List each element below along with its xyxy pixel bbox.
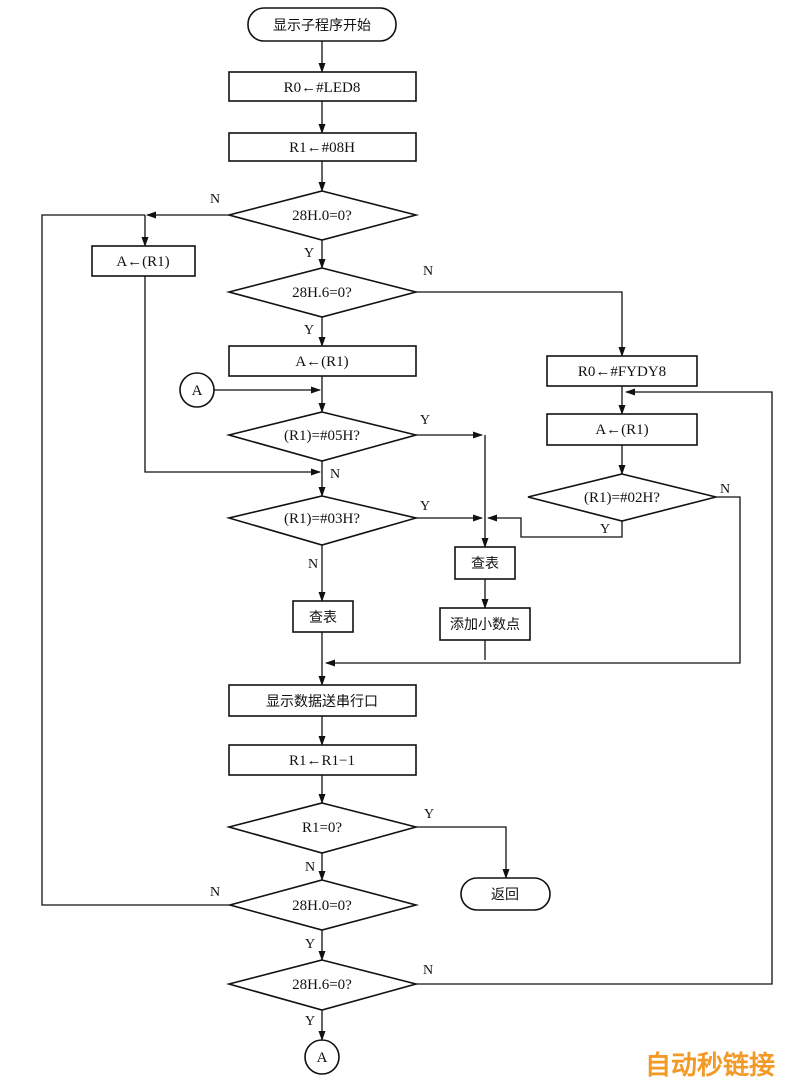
start-terminator: 显示子程序开始 — [247, 7, 397, 42]
decision-28h6-bottom: 28H.6=0? — [225, 959, 420, 1011]
y-label: Y — [304, 323, 314, 338]
process-a-r1-right: A←(R1) — [546, 413, 698, 446]
n-label: N — [720, 482, 730, 497]
process-send-serial-label: 显示数据送串行口 — [266, 694, 378, 710]
start-label: 显示子程序开始 — [273, 18, 371, 34]
decision-03h-label: (R1)=#03H? — [284, 511, 360, 527]
process-r1-decrement-label: R1←R1−1 — [289, 753, 355, 769]
process-a-r1-mid: A←(R1) — [228, 345, 417, 377]
process-r0-led8: R0←#LED8 — [228, 71, 417, 102]
y-label: Y — [600, 522, 610, 537]
y-label: Y — [424, 807, 434, 822]
process-add-dot: 添加小数点 — [439, 607, 531, 641]
decision-02h-label: (R1)=#02H? — [584, 490, 660, 506]
decision-r1-zero: R1=0? — [225, 802, 420, 854]
process-r0-led8-label: R0←#LED8 — [284, 80, 361, 96]
decision-03h: (R1)=#03H? — [225, 495, 420, 546]
decision-r1-zero-label: R1=0? — [302, 820, 342, 836]
y-label: Y — [420, 499, 430, 514]
watermark: 自动秒链接 — [645, 1050, 775, 1081]
process-a-r1-right-label: A←(R1) — [595, 422, 648, 438]
return-terminator: 返回 — [460, 877, 551, 911]
decision-28h0-bottom: 28H.0=0? — [226, 879, 420, 931]
process-a-r1-mid-label: A←(R1) — [295, 354, 348, 370]
process-lookup-mid: 查表 — [454, 546, 516, 580]
process-lookup-left: 查表 — [292, 600, 354, 633]
decision-28h6-top: 28H.6=0? — [225, 267, 420, 318]
n-label: N — [308, 557, 318, 572]
connector-a-top: A — [179, 372, 215, 408]
connector-a-top-label: A — [192, 383, 203, 399]
connector-a-bottom-label: A — [317, 1050, 328, 1066]
process-r0-fydy8-label: R0←#FYDY8 — [578, 364, 666, 380]
decision-02h: (R1)=#02H? — [527, 473, 717, 522]
process-send-serial: 显示数据送串行口 — [228, 684, 417, 717]
connector-lines — [41, 41, 773, 1041]
y-label: Y — [305, 1014, 315, 1029]
decision-28h6-bottom-label: 28H.6=0? — [292, 977, 352, 993]
process-add-dot-label: 添加小数点 — [450, 617, 520, 633]
n-label: N — [210, 192, 220, 207]
decision-05h-label: (R1)=#05H? — [284, 428, 360, 444]
decision-28h0-top: 28H.0=0? — [225, 190, 420, 241]
n-label: N — [330, 467, 340, 482]
process-a-r1-left: A←(R1) — [91, 245, 196, 277]
process-r1-08h: R1←#08H — [228, 132, 417, 162]
process-r0-fydy8: R0←#FYDY8 — [546, 355, 698, 387]
decision-28h0-bottom-label: 28H.0=0? — [292, 898, 352, 914]
process-r1-decrement: R1←R1−1 — [228, 744, 417, 776]
n-label: N — [423, 264, 433, 279]
y-label: Y — [305, 937, 315, 952]
process-lookup-left-label: 查表 — [309, 610, 337, 626]
process-lookup-mid-label: 查表 — [471, 556, 499, 572]
decision-05h: (R1)=#05H? — [225, 411, 420, 462]
y-label: Y — [304, 246, 314, 261]
n-label: N — [423, 963, 433, 978]
process-a-r1-left-label: A←(R1) — [116, 254, 169, 270]
branch-labels: N Y N Y Y N N Y Y N Y N N Y N Y — [210, 192, 730, 1029]
decision-28h0-top-label: 28H.0=0? — [292, 208, 352, 224]
n-label: N — [210, 885, 220, 900]
return-label: 返回 — [491, 887, 519, 903]
process-r1-08h-label: R1←#08H — [289, 140, 355, 156]
decision-28h6-top-label: 28H.6=0? — [292, 285, 352, 301]
connector-a-bottom: A — [304, 1039, 340, 1075]
y-label: Y — [420, 413, 430, 428]
n-label: N — [305, 860, 315, 875]
